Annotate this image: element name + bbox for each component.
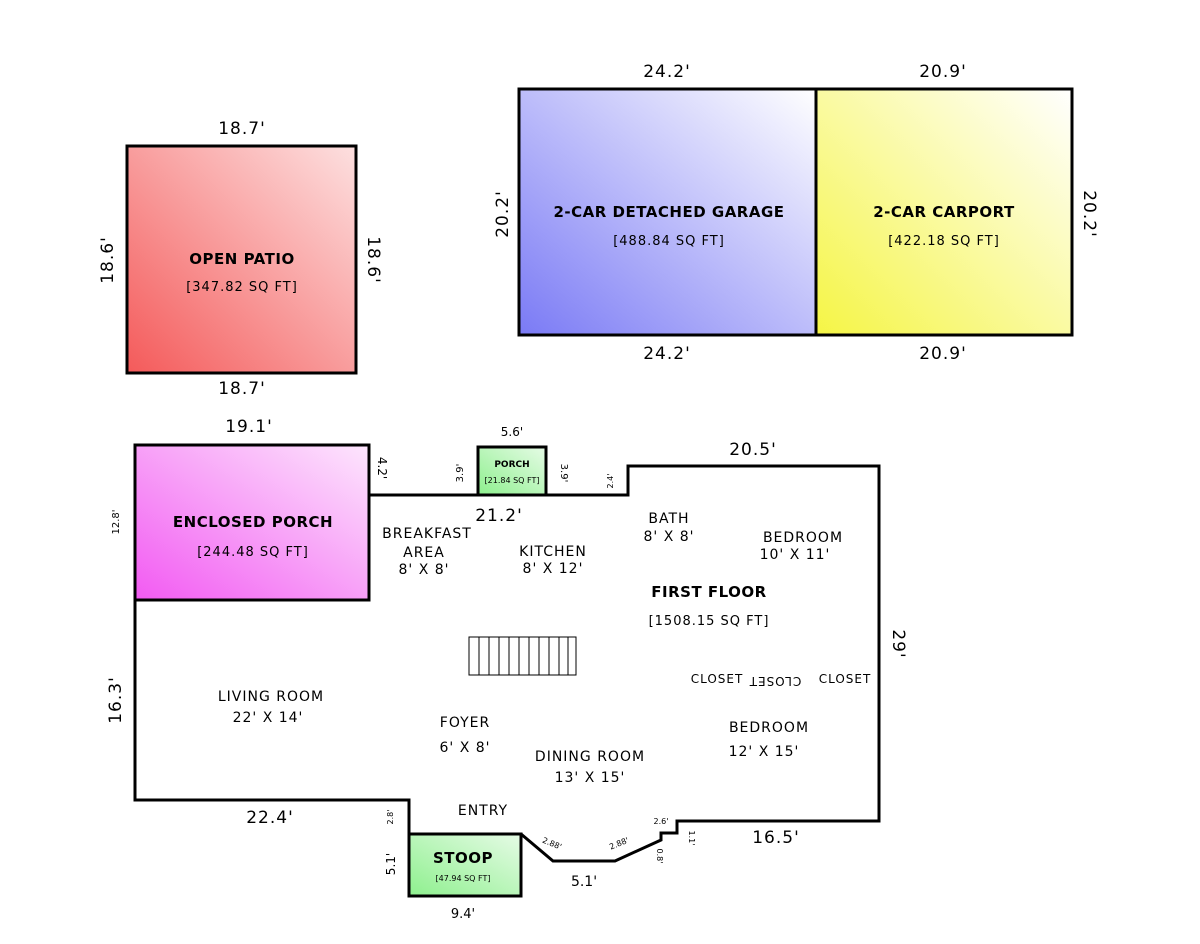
room-living-size: 22' X 14' [233,710,304,726]
porch-dim-top: 5.6' [501,425,523,439]
first-floor-name: FIRST FLOOR [651,583,766,601]
room-entry-label: ENTRY [458,803,508,819]
room-closet2-label: CLOSET [749,674,802,688]
room-bedroom1-size: 10' X 11' [760,547,831,563]
carport: 2-CAR CARPORT [422.18 SQ FT] 20.9' 20.9'… [814,62,1099,364]
patio-dim-left: 18.6' [98,236,118,284]
stoop-area: [47.94 SQ FT] [436,874,491,883]
dim-2-88-left: 2.88' [541,836,563,852]
room-breakfast-size: 8' X 8' [398,562,449,578]
room-foyer-label: FOYER [440,715,490,731]
garage-area: [488.84 SQ FT] [613,234,725,249]
carport-name: 2-CAR CARPORT [873,203,1015,221]
patio-area: [347.82 SQ FT] [186,280,298,295]
garage-dim-left: 20.2' [493,190,513,238]
patio-dim-bottom: 18.7' [218,379,266,399]
room-dining-size: 13' X 15' [555,770,626,786]
room-breakfast-label-1: BREAKFAST [382,526,472,542]
carport-dim-top: 20.9' [919,62,967,82]
staircase [468,636,577,676]
dim-16-3: 16.3' [106,676,126,724]
room-breakfast-label-2: AREA [403,545,445,561]
dim-29: 29' [888,629,908,658]
carport-dim-right: 20.2' [1079,190,1099,238]
stoop-dim-left: 5.1' [384,853,398,875]
dim-16-5: 16.5' [752,828,800,848]
patio-dim-top: 18.7' [218,119,266,139]
dim-21-2: 21.2' [475,506,523,526]
first-floor-outline [133,464,881,863]
enclosed-porch-dim-left: 12.8' [111,509,122,534]
enclosed-porch-dim-top: 19.1' [225,417,273,437]
patio-name: OPEN PATIO [189,250,294,268]
room-foyer-size: 6' X 8' [439,740,490,756]
room-dining-label: DINING ROOM [535,749,645,765]
room-closet3-label: CLOSET [819,672,872,686]
porch-name: PORCH [494,460,529,470]
porch-shape [476,445,548,497]
garage: 2-CAR DETACHED GARAGE [488.84 SQ FT] 24.… [493,62,818,364]
stoop-dim-bottom: 9.4' [451,907,475,922]
open-patio: OPEN PATIO [347.82 SQ FT] 18.7' 18.7' 18… [98,119,383,399]
room-kitchen-size: 8' X 12' [523,561,584,577]
dim-4-2: 4.2' [375,457,389,479]
enclosed-porch-name: ENCLOSED PORCH [173,513,333,531]
dim-22-4: 22.4' [246,808,294,828]
room-bath-label: BATH [648,511,689,527]
first-floor-area: [1508.15 SQ FT] [649,614,770,629]
dim-2-4: 2.4' [606,474,615,489]
patio-shape [125,144,358,375]
carport-dim-bottom: 20.9' [919,344,967,364]
dim-2-88-right: 2.88' [608,836,630,852]
enclosed-porch-shape [133,443,371,602]
room-bath-size: 8' X 8' [643,529,694,545]
dim-20-5: 20.5' [729,440,777,460]
dim-2-6: 2.6' [654,817,669,826]
garage-shape [517,87,818,337]
room-living-label: LIVING ROOM [218,689,324,705]
carport-shape [814,87,1074,337]
room-bedroom2-size: 12' X 15' [729,744,800,760]
stoop-shape [407,832,523,898]
porch-area: [21.84 SQ FT] [485,476,540,485]
dim-1-1: 1.1' [687,831,696,846]
dim-2-8: 2.8' [386,810,395,825]
dim-0-8: 0.8' [655,849,664,864]
first-floor: ENCLOSED PORCH [244.48 SQ FT] 19.1' 12.8… [106,417,908,922]
room-kitchen-label: KITCHEN [519,544,587,560]
garage-dim-top: 24.2' [643,62,691,82]
stoop-name: STOOP [433,849,493,867]
enclosed-porch-area: [244.48 SQ FT] [197,545,309,560]
room-closet1-label: CLOSET [691,672,744,686]
garage-name: 2-CAR DETACHED GARAGE [553,203,784,221]
room-bedroom1-label: BEDROOM [763,530,843,546]
porch-dim-right: 3.9' [558,464,569,483]
dim-5-1: 5.1' [571,874,597,890]
porch-dim-left: 3.9' [455,464,466,483]
room-bedroom2-label: BEDROOM [729,720,809,736]
carport-area: [422.18 SQ FT] [888,234,1000,249]
garage-dim-bottom: 24.2' [643,344,691,364]
patio-dim-right: 18.6' [363,236,383,284]
